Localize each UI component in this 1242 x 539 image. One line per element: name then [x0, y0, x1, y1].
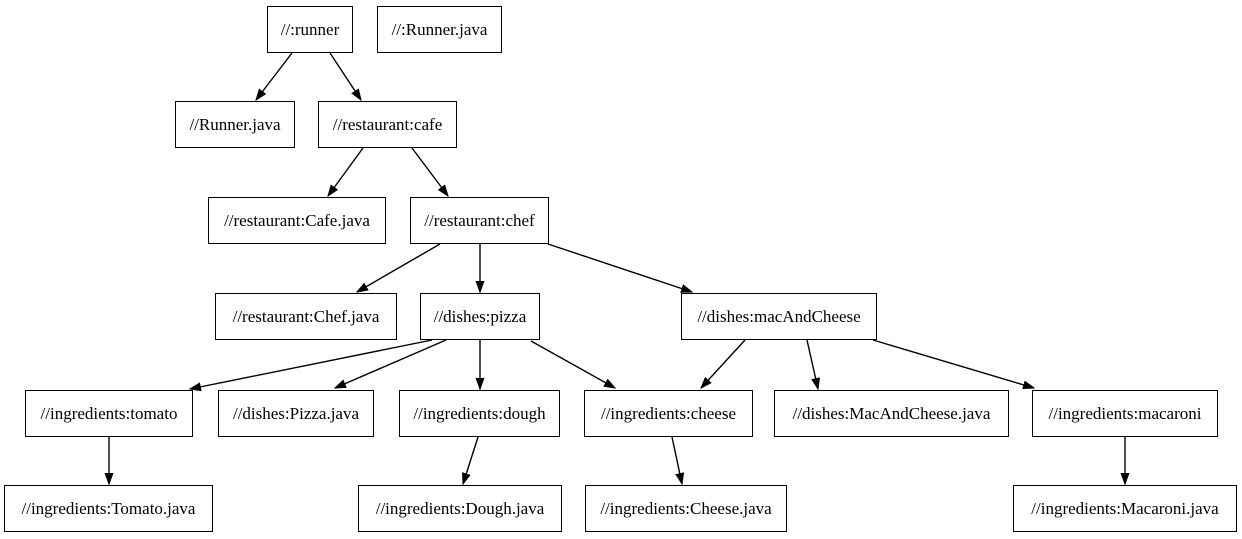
graph-node-macaroni: //ingredients:macaroni — [1032, 390, 1218, 437]
graph-node-dough: //ingredients:dough — [399, 390, 560, 437]
graph-node-dough-java: //ingredients:Dough.java — [358, 485, 562, 532]
graph-node-tomato-java: //ingredients:Tomato.java — [4, 485, 213, 532]
graph-edge-runner-to-cafe — [329, 52, 361, 100]
graph-node-mac-and-cheese: //dishes:macAndCheese — [681, 293, 877, 340]
graph-edge-chef-to-chef-java — [357, 243, 441, 292]
graph-node-pizza: //dishes:pizza — [420, 293, 540, 340]
graph-node-chef: //restaurant:chef — [410, 197, 549, 244]
graph-node-runner: //:runner — [267, 6, 353, 53]
graph-edge-cafe-to-cafe-java — [328, 147, 364, 196]
graph-node-macaroni-java: //ingredients:Macaroni.java — [1013, 485, 1237, 532]
graph-edge-cafe-to-chef — [411, 147, 448, 196]
graph-edge-pizza-to-pizza-java — [335, 339, 447, 389]
graph-edge-pizza-to-tomato — [190, 339, 433, 389]
graph-edge-mac-and-cheese-to-cheese — [701, 339, 746, 388]
graph-node-runner-java-file: //:Runner.java — [377, 6, 502, 53]
graph-node-tomato: //ingredients:tomato — [25, 390, 193, 437]
graph-edge-cheese-to-cheese-java — [671, 436, 682, 484]
graph-node-runner-java: //Runner.java — [175, 101, 295, 148]
graph-node-cheese-java: //ingredients:Cheese.java — [585, 485, 787, 532]
graph-node-cafe: //restaurant:cafe — [318, 101, 457, 148]
graph-edge-dough-to-dough-java — [463, 436, 479, 484]
graph-edge-chef-to-mac-and-cheese — [547, 243, 692, 292]
graph-edge-mac-and-cheese-to-mac-and-cheese-java — [806, 339, 818, 389]
graph-node-mac-and-cheese-java: //dishes:MacAndCheese.java — [774, 390, 1009, 437]
graph-edge-pizza-to-cheese — [530, 340, 615, 388]
graph-node-chef-java: //restaurant:Chef.java — [215, 293, 397, 340]
graph-edge-runner-to-runner-java — [256, 52, 293, 100]
graph-node-cafe-java: //restaurant:Cafe.java — [208, 197, 386, 244]
graph-node-cheese: //ingredients:cheese — [584, 390, 753, 437]
graph-edge-mac-and-cheese-to-macaroni — [872, 339, 1034, 388]
graph-node-pizza-java: //dishes:Pizza.java — [218, 390, 374, 437]
